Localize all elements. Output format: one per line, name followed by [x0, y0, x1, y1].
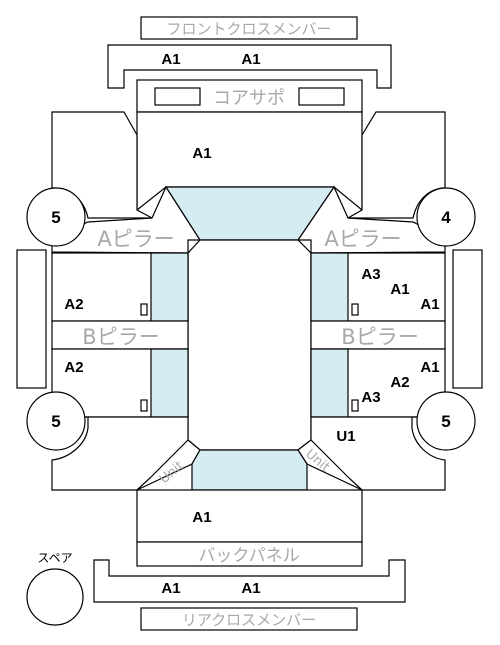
- wheel-rear-right-number: 5: [441, 412, 450, 431]
- headlight-left: [154, 87, 201, 106]
- spare-tire[interactable]: スペア: [26, 551, 84, 626]
- right-rear-door[interactable]: A1 A2 A3: [310, 348, 446, 418]
- hood-code: A1: [192, 145, 211, 162]
- rear-bumper-code-right: A1: [241, 580, 260, 597]
- left-a-pillar[interactable]: Aピラー: [51, 185, 202, 254]
- left-front-door[interactable]: A2: [51, 252, 189, 322]
- left-a-pillar-label: Aピラー: [97, 227, 174, 251]
- wheel-front-left[interactable]: 5: [26, 187, 86, 247]
- front-bumper-code-left: A1: [161, 51, 180, 68]
- right-a-pillar-label: Aピラー: [324, 227, 401, 251]
- front-cross-member[interactable]: フロントクロスメンバー: [140, 16, 358, 40]
- spare-label: スペア: [37, 551, 72, 565]
- trunk-code: A1: [192, 509, 211, 526]
- roof[interactable]: [187, 239, 312, 451]
- left-front-door-handle: [140, 303, 148, 316]
- right-front-door-code-mid: A1: [390, 281, 409, 298]
- right-rear-door-code-edge: A1: [420, 359, 439, 376]
- core-support[interactable]: コアサポ: [136, 79, 363, 113]
- rear-bumper-code-left: A1: [161, 580, 180, 597]
- wheel-front-left-number: 5: [51, 208, 60, 227]
- rear-bumper[interactable]: A1 A1: [93, 559, 406, 603]
- left-side-skirt[interactable]: [16, 249, 47, 389]
- back-panel-label: バックパネル: [198, 546, 299, 566]
- front-bumper-code-right: A1: [241, 51, 260, 68]
- trunk[interactable]: A1: [136, 489, 363, 543]
- right-rear-door-code-bottom: A3: [361, 389, 380, 406]
- headlight-right: [298, 87, 345, 106]
- right-rear-door-handle: [351, 399, 359, 412]
- right-front-door-code-edge: A1: [420, 296, 439, 313]
- left-rear-door-handle: [140, 399, 148, 412]
- right-front-door-window: [310, 252, 349, 322]
- right-front-door-code-top: A3: [361, 266, 380, 283]
- front-bumper[interactable]: A1 A1: [107, 44, 392, 89]
- wheel-rear-right[interactable]: 5: [416, 391, 476, 451]
- left-rear-door-window: [150, 348, 189, 418]
- wheel-front-right[interactable]: 4: [416, 187, 476, 247]
- right-side-skirt[interactable]: [452, 249, 483, 389]
- left-b-pillar[interactable]: Bピラー: [51, 320, 189, 350]
- rear-window[interactable]: [191, 449, 308, 491]
- core-support-label: コアサポ: [213, 88, 285, 109]
- wheel-rear-left[interactable]: 5: [26, 391, 86, 451]
- rear-cross-member-label: リアクロスメンバー: [182, 611, 316, 629]
- wheel-rear-left-number: 5: [51, 412, 60, 431]
- right-rear-door-window: [310, 348, 349, 418]
- right-rear-door-code-mid: A2: [390, 374, 409, 391]
- right-front-door[interactable]: A3 A1 A1: [310, 252, 446, 322]
- right-b-pillar-label: Bピラー: [341, 325, 418, 349]
- left-front-door-window: [150, 252, 189, 322]
- back-panel[interactable]: バックパネル: [136, 541, 363, 567]
- front-cross-member-label: フロントクロスメンバー: [166, 20, 331, 38]
- right-rear-quarter-code: U1: [336, 428, 355, 445]
- left-rear-door-code: A2: [64, 359, 83, 376]
- right-b-pillar[interactable]: Bピラー: [310, 320, 446, 350]
- left-b-pillar-label: Bピラー: [82, 325, 159, 349]
- left-front-door-code: A2: [64, 296, 83, 313]
- wheel-front-right-number: 4: [441, 208, 451, 227]
- rear-cross-member[interactable]: リアクロスメンバー: [140, 607, 358, 631]
- right-front-door-handle: [351, 303, 359, 316]
